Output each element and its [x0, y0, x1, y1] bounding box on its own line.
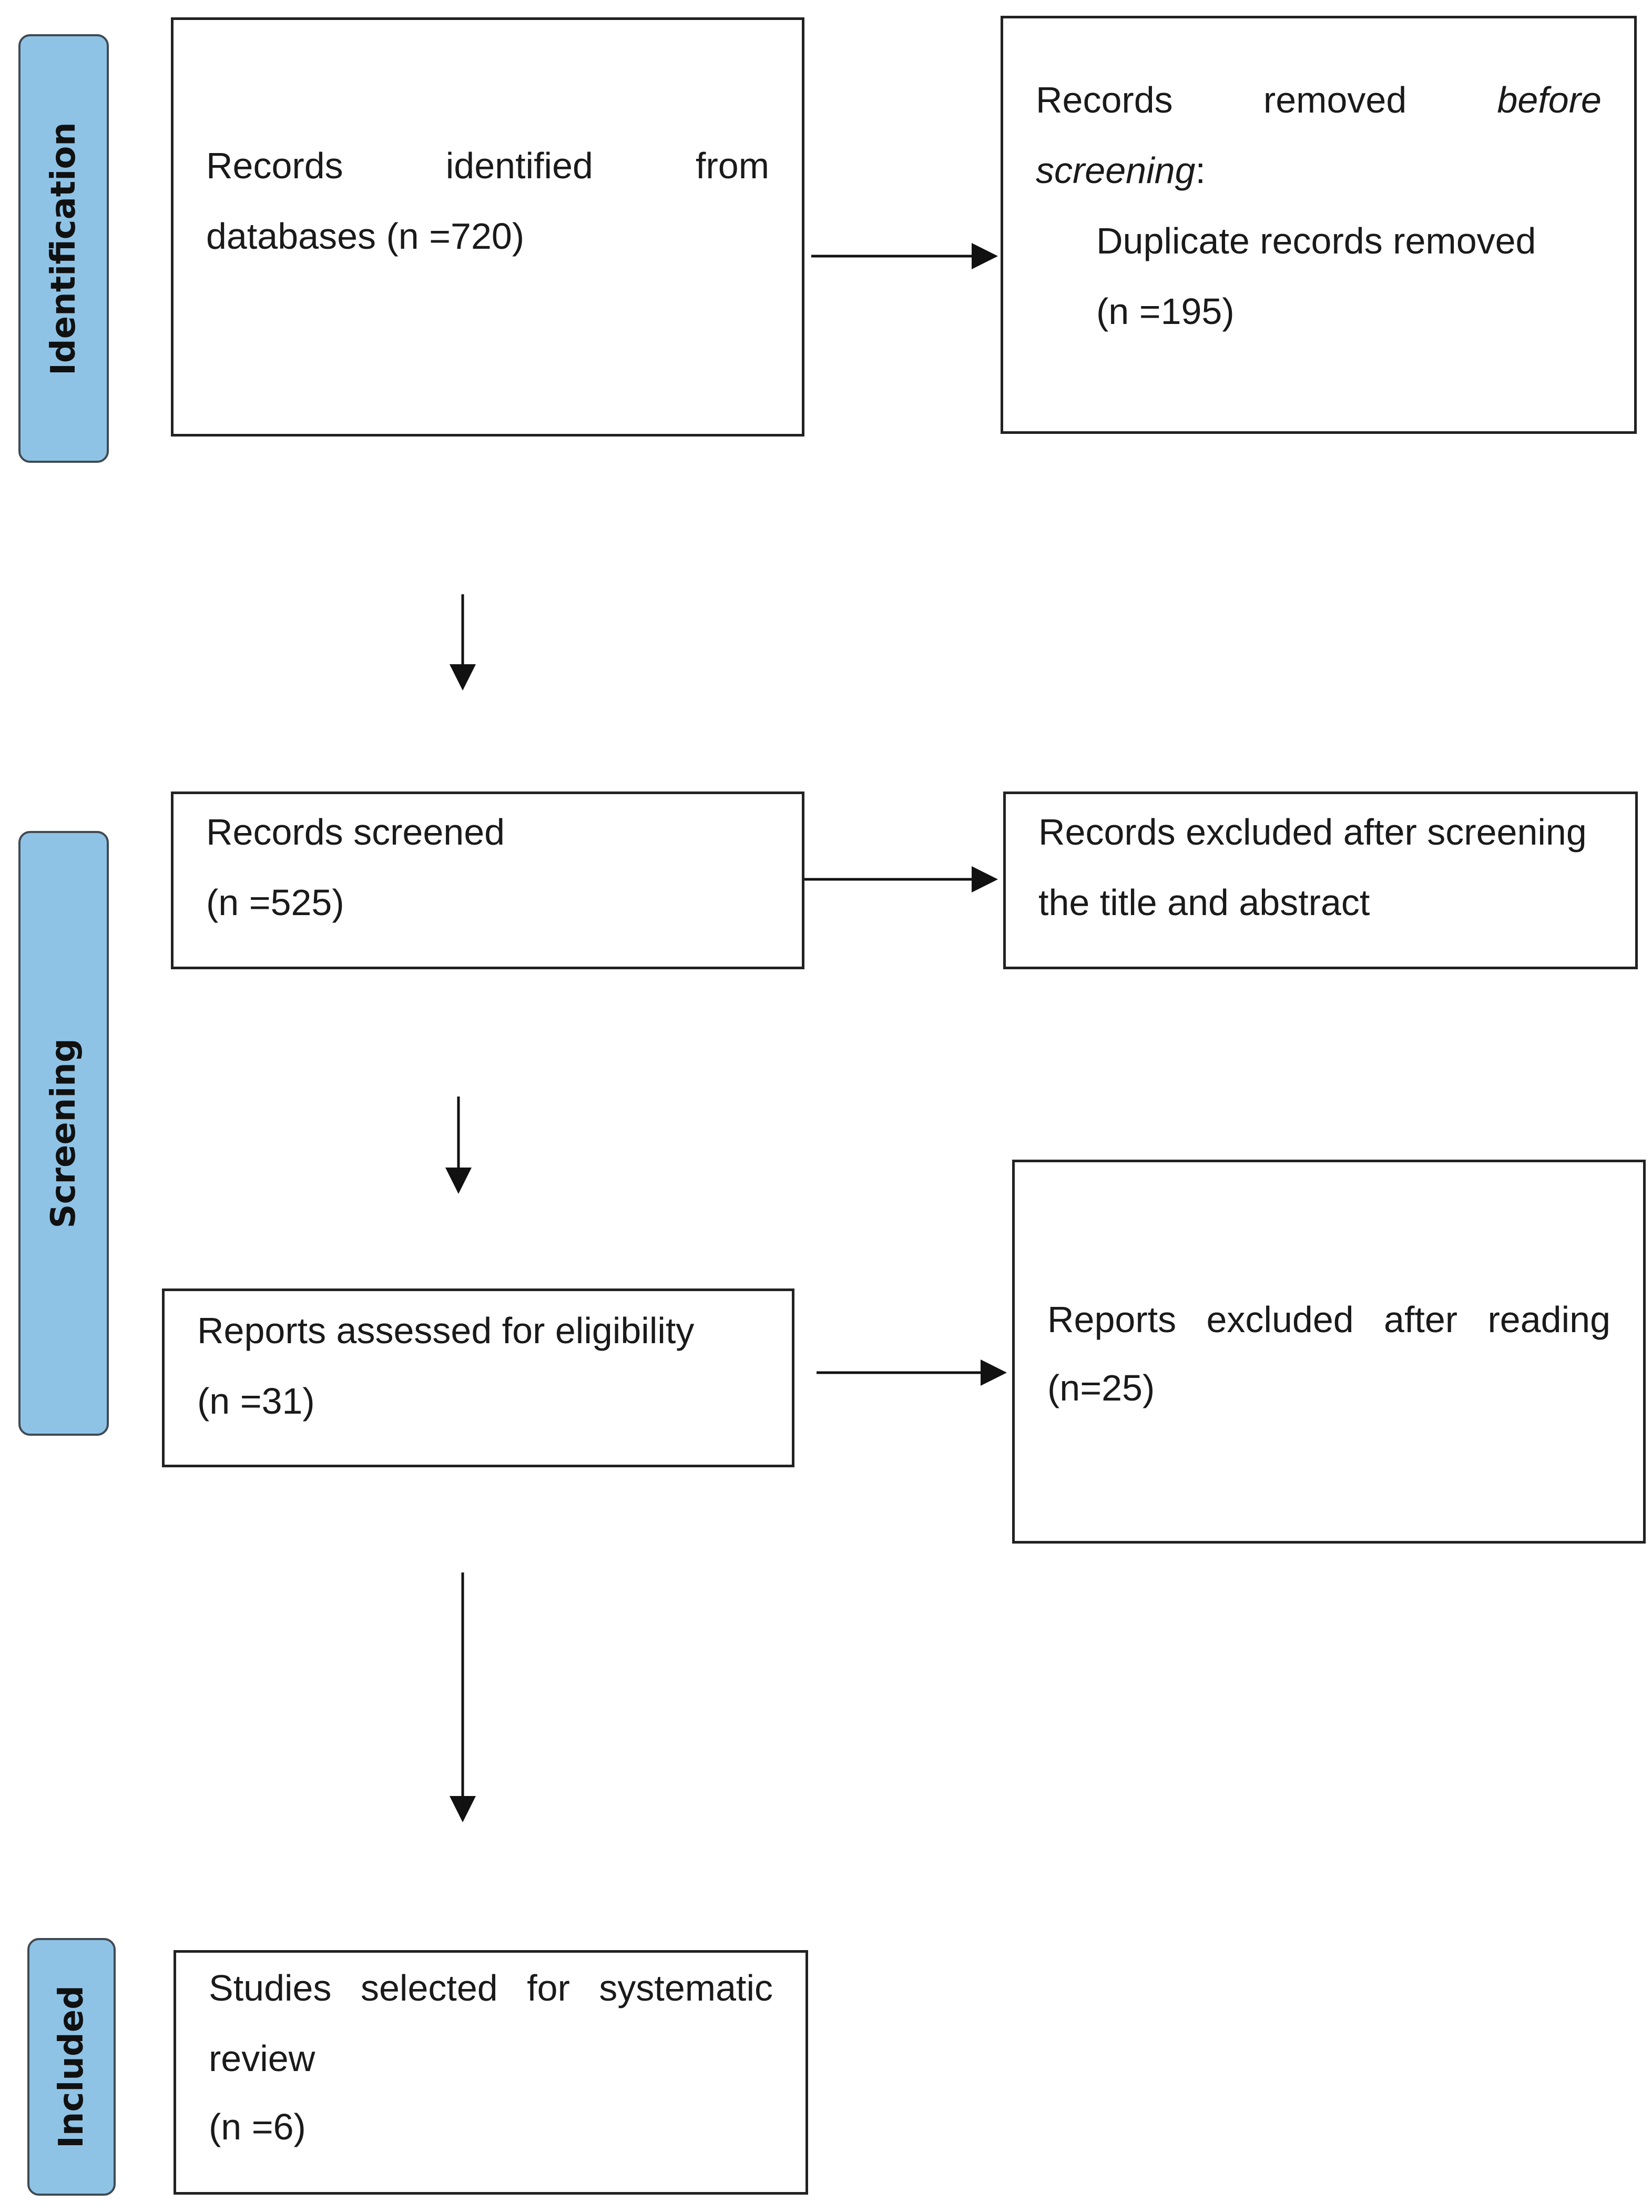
word: for [527, 1967, 570, 2008]
word: removed [1263, 79, 1407, 120]
studies-selected-count: (n =6) [209, 2106, 306, 2147]
word-italic: before [1497, 79, 1602, 120]
reports-excluded-line1: Reports excluded after reading [1047, 1284, 1610, 1355]
word: Records [206, 145, 343, 186]
word: Records [1036, 79, 1173, 120]
records-screened-label: Records screened [206, 811, 505, 853]
records-identified-count: databases (n =720) [206, 216, 525, 257]
word: Studies [209, 1967, 332, 2008]
records-identified-line1: Records identified from [206, 130, 769, 201]
word: from [696, 145, 769, 186]
studies-selected-line1: Studies selected for systematic [209, 1953, 773, 2023]
word: Reports [1047, 1299, 1177, 1340]
box-records-excluded: Records excluded after screening the tit… [1003, 792, 1638, 969]
phase-identification: Identification [18, 34, 109, 463]
box-records-identified: Records identified from databases (n =72… [171, 17, 804, 437]
reports-assessed-count: (n =31) [197, 1381, 315, 1422]
records-excluded-line1: Records excluded after screening [1038, 811, 1587, 853]
box-studies-selected: Studies selected for systematic review (… [174, 1950, 808, 2195]
box-records-screened: Records screened (n =525) [171, 792, 804, 969]
removed-before-line2: screening: [1036, 135, 1602, 206]
word: identified [445, 145, 593, 186]
studies-selected-line2: review [209, 2038, 315, 2079]
box-reports-assessed: Reports assessed for eligibility (n =31) [162, 1288, 794, 1467]
reports-assessed-label: Reports assessed for eligibility [197, 1310, 695, 1351]
records-excluded-line2: the title and abstract [1038, 882, 1370, 923]
removed-before-line1: Records removed before [1036, 65, 1602, 135]
word: reading [1487, 1299, 1610, 1340]
box-reports-excluded: Reports excluded after reading (n=25) [1012, 1160, 1646, 1544]
word: excluded [1206, 1299, 1354, 1340]
duplicate-records-label: Duplicate records removed [1096, 220, 1536, 261]
word: selected [360, 1967, 498, 2008]
word-italic: screening [1036, 150, 1196, 191]
phase-included: Included [27, 1938, 116, 2196]
duplicate-records-count: (n =195) [1096, 291, 1235, 332]
phase-screening: Screening [18, 831, 109, 1436]
box-records-removed-before-screening: Records removed before screening: Duplic… [1001, 16, 1637, 434]
reports-excluded-count: (n=25) [1047, 1367, 1155, 1408]
word: systematic [599, 1967, 773, 2008]
word: after [1384, 1299, 1458, 1340]
colon: : [1195, 150, 1206, 191]
records-screened-count: (n =525) [206, 882, 344, 923]
